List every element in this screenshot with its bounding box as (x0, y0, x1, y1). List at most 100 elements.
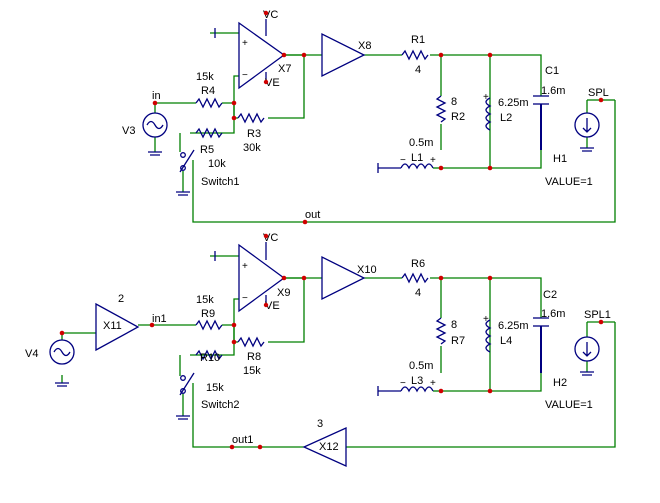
x11-label: X11 (103, 320, 122, 332)
svg-text:−: − (400, 155, 406, 166)
r7-name: R7 (451, 335, 465, 347)
svg-text:+: + (430, 378, 436, 389)
switch2-label: Switch2 (201, 399, 240, 411)
h1-name: H1 (553, 153, 567, 165)
svg-text:−: − (400, 378, 406, 389)
svg-text:+: + (483, 92, 489, 103)
svg-text:+: + (242, 38, 248, 49)
resistor-r4[interactable]: 15k R4 (195, 71, 223, 109)
resistor-r9[interactable]: 15k R9 (195, 294, 223, 331)
l2-value: 6.25m (498, 97, 529, 109)
r8-value: 15k (243, 365, 261, 377)
r10-name: R10 (200, 352, 220, 364)
buffer-x8[interactable]: X8 (321, 32, 371, 78)
r4-value: 15k (196, 71, 214, 83)
top-wires (154, 32, 616, 223)
inductor-l1[interactable]: 0.5m L1 − + (377, 137, 436, 173)
l1-value: 0.5m (409, 137, 433, 149)
svg-text:−: − (242, 293, 248, 304)
r5-value: 10k (208, 158, 226, 170)
opamp-x7-label: X7 (278, 63, 291, 75)
r9-value: 15k (196, 294, 214, 306)
inductor-l4[interactable]: + 6.25m L4 (483, 314, 529, 353)
resistor-r2[interactable]: 8 R2 (435, 95, 465, 123)
v4-label: V4 (25, 348, 38, 360)
ve-rail-label-top: VE (265, 77, 280, 89)
net-in-label: in (152, 90, 161, 102)
r2-value: 8 (451, 96, 457, 108)
ve-rail-label-bottom: VE (265, 300, 280, 312)
svg-text:−: − (242, 70, 248, 81)
r3-name: R3 (247, 128, 261, 140)
c1-value: 1.6m (541, 85, 565, 97)
h1-value: VALUE=1 (545, 176, 593, 188)
l3-value: 0.5m (409, 360, 433, 372)
r6-value: 4 (415, 287, 421, 299)
resistor-r3[interactable]: R3 30k (237, 112, 265, 154)
inductor-l2[interactable]: + 6.25m L2 (483, 92, 529, 131)
opamp-x9[interactable]: + − X9 VC VE (238, 232, 290, 313)
h2-value: VALUE=1 (545, 399, 593, 411)
source-v4[interactable]: V4 (25, 339, 75, 387)
r1-name: R1 (411, 34, 425, 46)
r3-value: 30k (243, 142, 261, 154)
source-v3[interactable]: V3 (122, 112, 168, 156)
capacitor-c1[interactable]: C1 1.6m (533, 65, 565, 105)
l4-value: 6.25m (498, 320, 529, 332)
l4-name: L4 (500, 335, 512, 347)
r10-value: 15k (206, 382, 224, 394)
resistor-r8[interactable]: R8 15k (237, 336, 265, 377)
c2-name: C2 (543, 289, 557, 301)
resistor-r10[interactable]: R10 15k (195, 349, 224, 394)
net-out1-label: out1 (232, 434, 253, 446)
l1-name: L1 (411, 152, 423, 164)
resistor-r6[interactable]: R6 4 (401, 258, 429, 299)
r7-value: 8 (451, 319, 457, 331)
gain-x11[interactable]: X11 2 (95, 293, 140, 352)
c2-value: 1.6m (541, 308, 565, 320)
resistor-r7[interactable]: 8 R7 (435, 317, 465, 347)
top-circuit: + − X7 VC VE X8 15k R4 R3 30k R (122, 9, 616, 225)
net-spl1-label: SPL1 (584, 309, 611, 321)
bottom-wires (61, 255, 616, 448)
svg-text:+: + (430, 155, 436, 166)
r1-value: 4 (415, 64, 421, 76)
h2-name: H2 (553, 377, 567, 389)
r2-name: R2 (451, 111, 465, 123)
r4-name: R4 (201, 85, 215, 97)
x12-label: X12 (319, 441, 339, 453)
switch-1[interactable]: Switch1 (176, 149, 240, 196)
r5-name: R5 (200, 144, 214, 156)
buffer-x8-label: X8 (358, 40, 371, 52)
buffer-x10[interactable]: X10 (321, 255, 377, 301)
net-out-label: out (305, 209, 320, 221)
inductor-l3[interactable]: 0.5m L3 − + (377, 360, 436, 396)
capacitor-c2[interactable]: C2 1.6m (533, 289, 565, 327)
l3-name: L3 (411, 375, 423, 387)
resistor-r5[interactable]: R5 10k (195, 127, 226, 170)
resistor-r1[interactable]: R1 4 (401, 34, 429, 76)
x12-gain: 3 (317, 418, 323, 430)
switch1-label: Switch1 (201, 176, 240, 188)
bottom-circuit: + − X9 VC VE X10 X11 2 X12 3 15k (25, 232, 616, 468)
switch-2[interactable]: Switch2 (176, 372, 240, 420)
controlled-source-h2[interactable]: H2 VALUE=1 (545, 336, 600, 411)
buffer-x10-label: X10 (357, 264, 377, 276)
opamp-x9-label: X9 (277, 287, 290, 299)
svg-text:+: + (483, 314, 489, 325)
l2-name: L2 (500, 112, 512, 124)
svg-text:+: + (242, 261, 248, 272)
r8-name: R8 (247, 351, 261, 363)
r9-name: R9 (201, 308, 215, 320)
x11-gain: 2 (118, 293, 124, 305)
r6-name: R6 (411, 258, 425, 270)
opamp-x7[interactable]: + − X7 VC VE (238, 9, 291, 90)
net-in1-label: in1 (152, 313, 167, 325)
v3-label: V3 (122, 125, 135, 137)
gain-x12[interactable]: X12 3 (302, 418, 347, 468)
c1-name: C1 (545, 65, 559, 77)
controlled-source-h1[interactable]: H1 VALUE=1 (545, 112, 600, 188)
net-spl-label: SPL (588, 87, 609, 99)
